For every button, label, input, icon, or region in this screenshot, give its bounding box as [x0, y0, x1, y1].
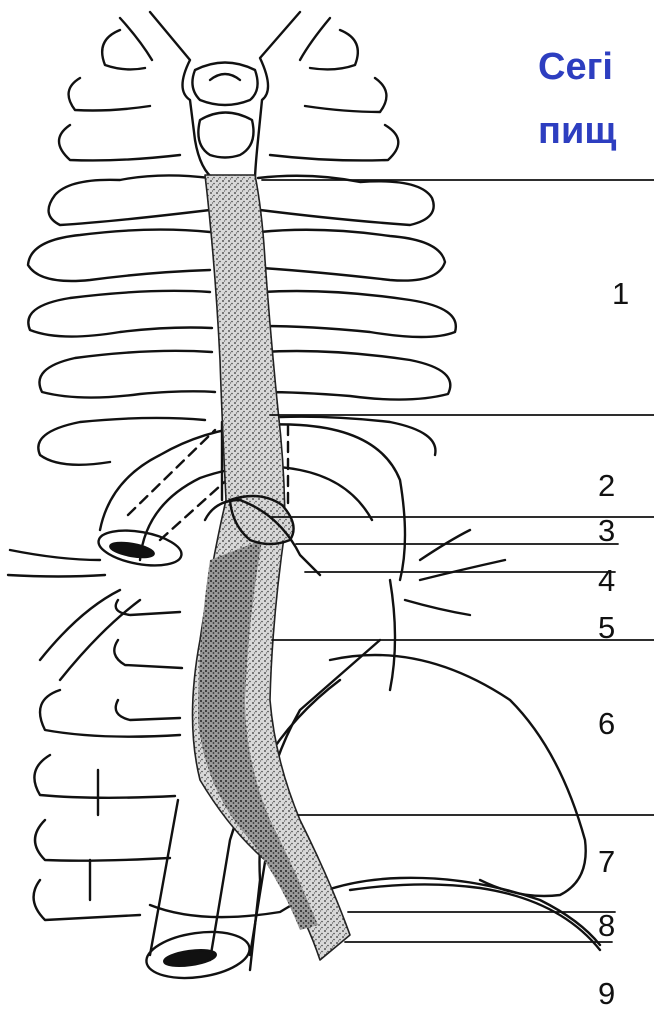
label-4: 4	[598, 565, 615, 596]
label-2: 2	[598, 470, 615, 501]
title-line-1: Сегі	[538, 48, 613, 86]
label-8: 8	[598, 910, 615, 941]
larynx	[120, 12, 330, 180]
label-6: 6	[598, 708, 615, 739]
label-5: 5	[598, 612, 615, 643]
label-7: 7	[598, 846, 615, 877]
cervical-vertebrae	[59, 30, 398, 160]
label-9: 9	[598, 978, 615, 1009]
title-line-2: пищ	[538, 112, 616, 150]
right-ribs	[258, 176, 456, 455]
heart-outline	[330, 580, 586, 896]
label-3: 3	[598, 515, 615, 546]
label-1: 1	[612, 278, 629, 309]
left-ribs	[28, 175, 215, 464]
leader-lines	[262, 180, 654, 942]
